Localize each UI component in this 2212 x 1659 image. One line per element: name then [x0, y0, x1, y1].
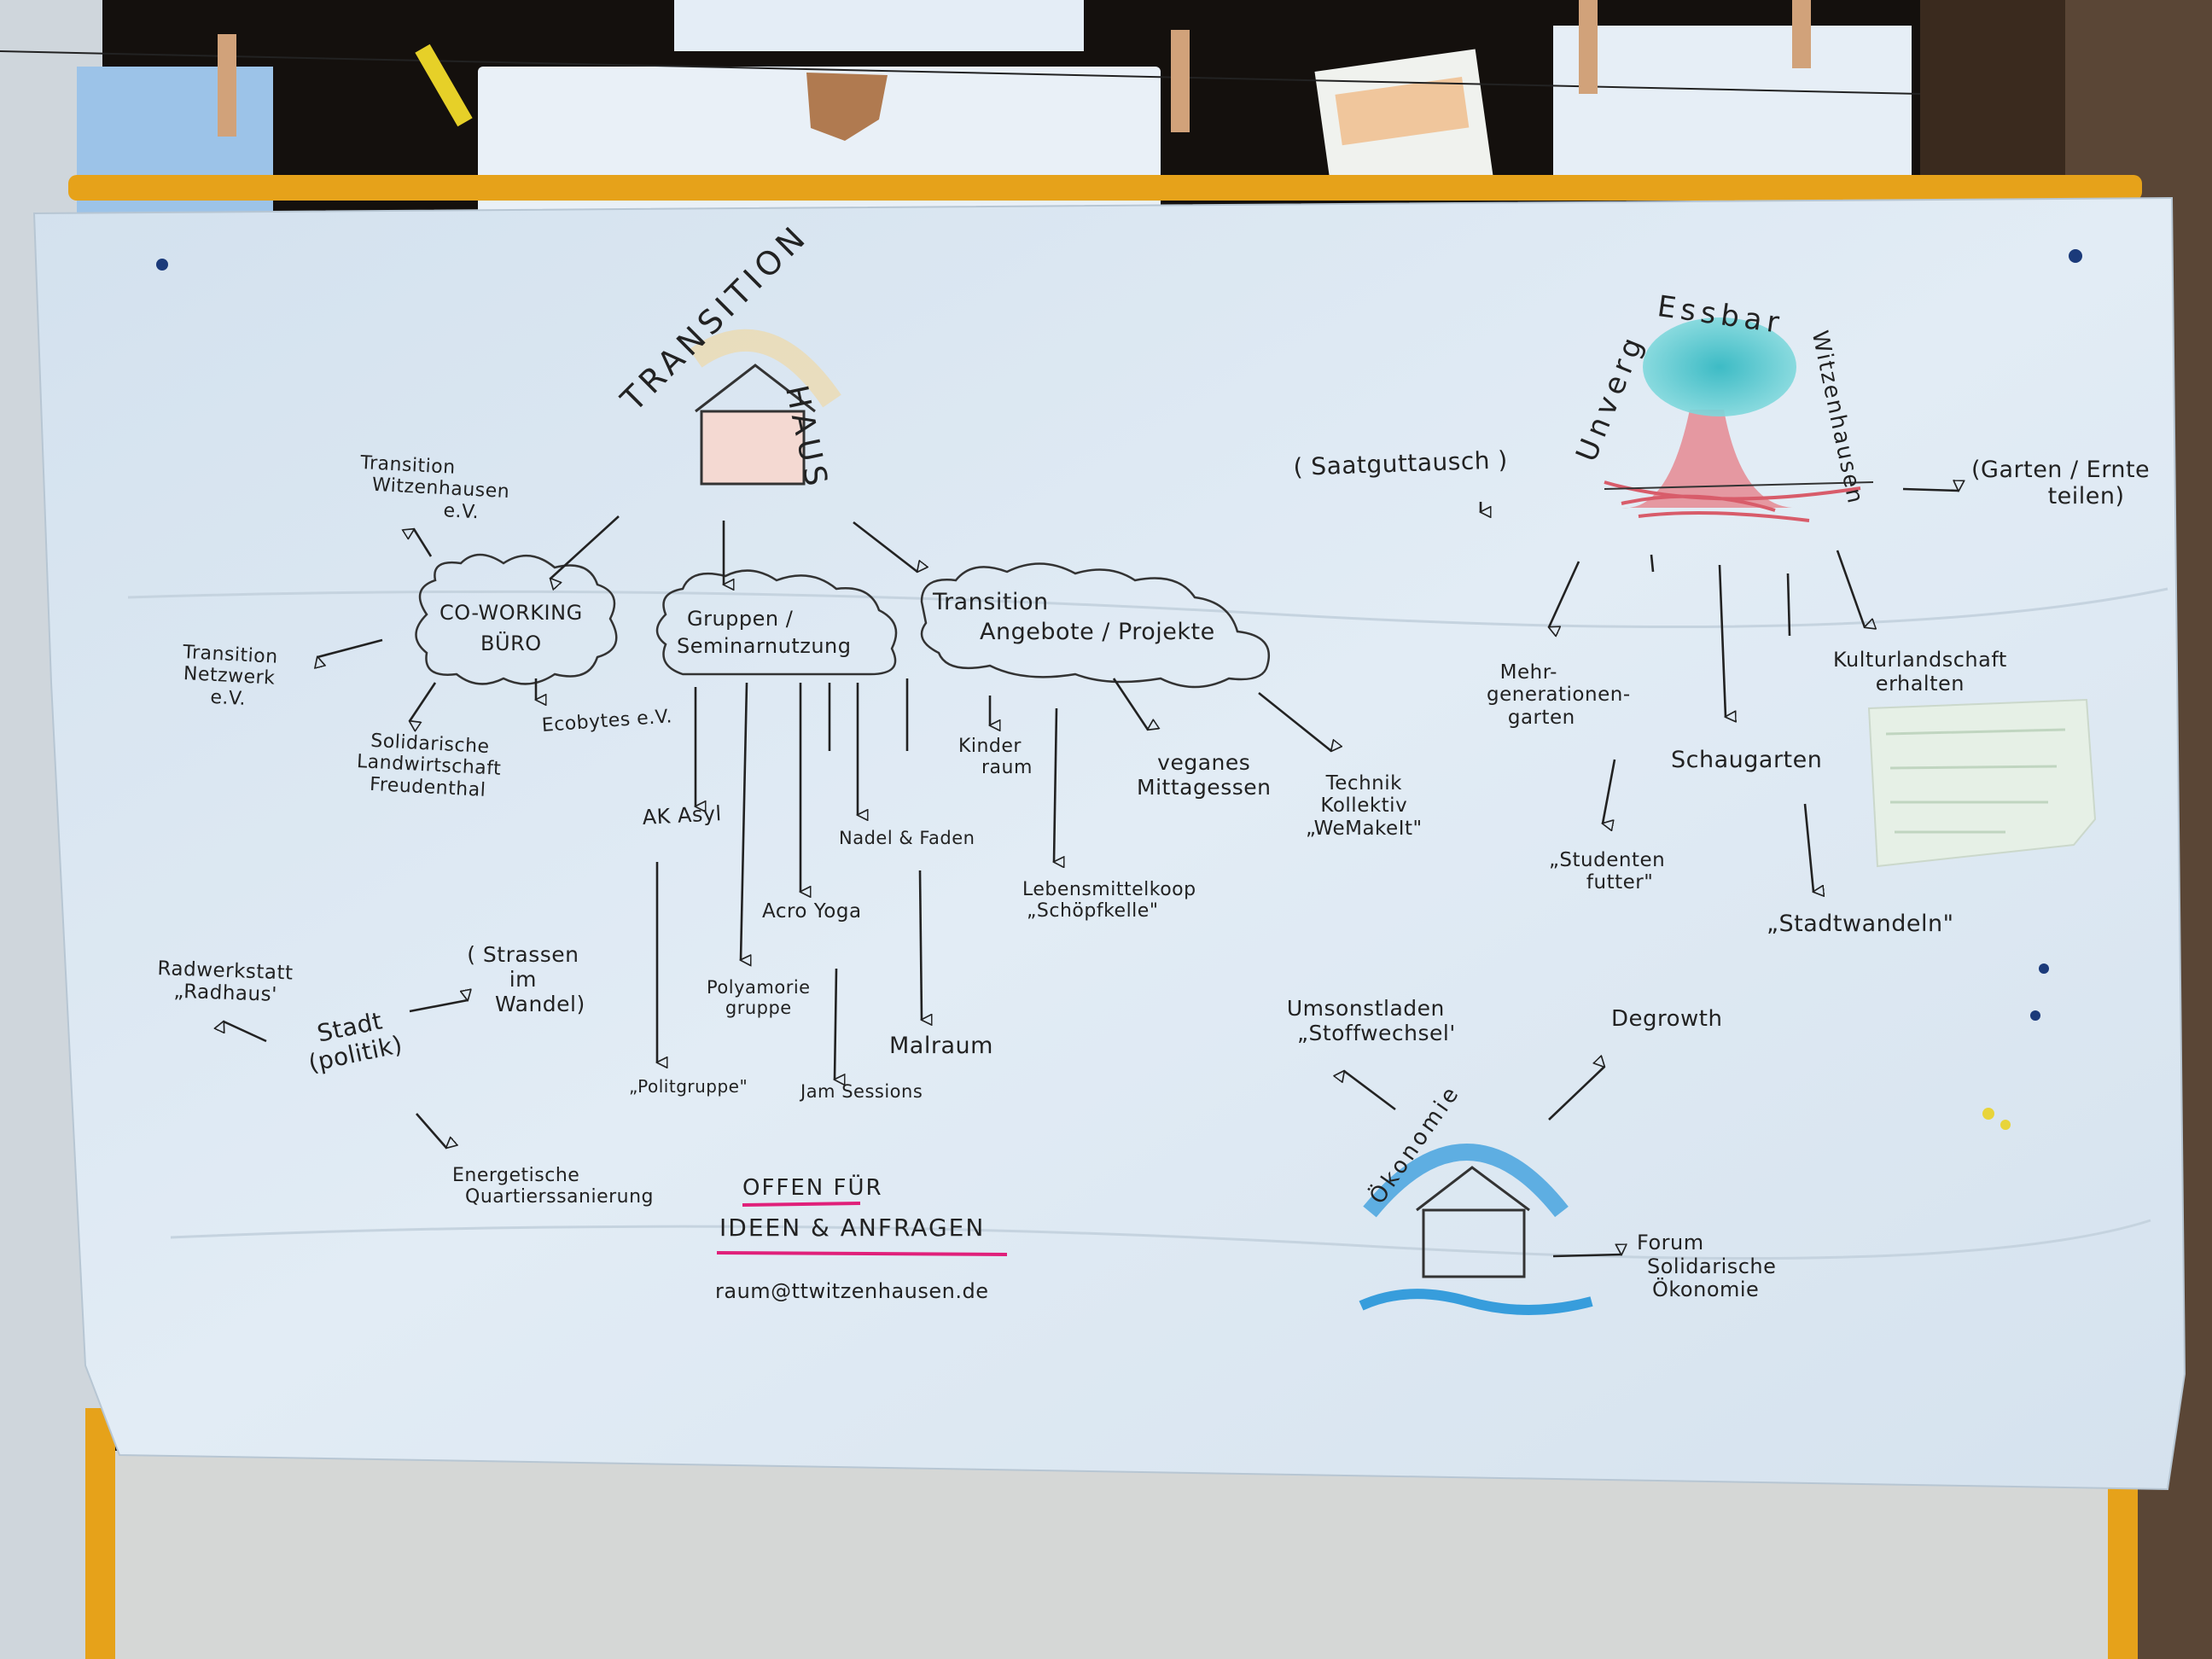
strassen-line-1: ( Strassen — [467, 942, 579, 967]
arrows-transition — [224, 515, 1331, 1148]
email-link[interactable]: raum@ttwitzenhausen.de — [715, 1279, 989, 1303]
gruppen-line-1: Gruppen / — [687, 607, 794, 631]
transition-netzwerk-label: Transition Netzwerk e.V. — [180, 642, 279, 712]
mehrgenerationen-label: Mehr- generationen- garten — [1487, 661, 1631, 729]
jam-sessions-label: Jam Sessions — [800, 1081, 923, 1102]
lmk-line-1: Lebensmittelkoop — [1022, 879, 1196, 900]
essbar-tree-drawing — [1604, 317, 1874, 522]
polyamorie-label: Polyamorie gruppe — [707, 977, 811, 1018]
garten-label: (Garten / Ernte teilen) — [1971, 457, 2150, 509]
coworking-label: CO-WORKING BÜRO — [439, 601, 583, 655]
politgruppe-label: „Politgruppe" — [629, 1076, 748, 1097]
underline-1 — [742, 1202, 861, 1207]
coworking-cloud — [415, 553, 618, 685]
technik-line-2: Kollektiv — [1320, 795, 1408, 818]
strassen-label: ( Strassen im Wandel) — [461, 942, 585, 1016]
board-leg-right — [2108, 1468, 2138, 1659]
umsonst-line-2: „Stoffwechsel' — [1297, 1020, 1456, 1045]
schaugarten-label: Schaugarten — [1671, 747, 1823, 773]
stud-line-2: futter" — [1586, 871, 1654, 894]
sticky-note — [1867, 698, 2097, 868]
solawi-label: Solidarische Landwirtschaft Freudenthal — [355, 730, 503, 802]
coworking-line-2: BÜRO — [480, 631, 542, 655]
kultur-line-1: Kulturlandschaft — [1833, 648, 2007, 672]
umsonst-line-1: Umsonstladen — [1286, 996, 1445, 1021]
oekonomie-drawing — [1359, 1144, 1593, 1315]
studentenfutter-label: „Studenten futter" — [1549, 849, 1665, 894]
gruppen-cloud — [655, 569, 898, 676]
veganes-line-1: veganes — [1157, 750, 1251, 775]
gruppen-line-2: Seminarnutzung — [677, 633, 852, 658]
poly-line-2: gruppe — [725, 998, 792, 1019]
energ-line-1: Energetische — [452, 1165, 580, 1186]
energ-line-2: Quartierssanierung — [465, 1186, 654, 1208]
board-lower — [115, 1451, 2108, 1659]
veganes-label: veganes Mittagessen — [1137, 750, 1272, 800]
poly-line-1: Polyamorie — [707, 977, 811, 998]
radwerkstatt-label: Radwerkstatt „Radhaus' — [156, 958, 294, 1007]
offen-line-2: IDEEN & ANFRAGEN — [719, 1214, 986, 1242]
technik-line-1: Technik — [1325, 772, 1402, 795]
coworking-line-1: CO-WORKING — [439, 601, 583, 625]
poster-paper — [32, 196, 2186, 1491]
mehr-line-1: Mehr- — [1499, 661, 1557, 684]
board-leg-left — [85, 1408, 115, 1659]
technik-line-3: „WeMakeIt" — [1306, 817, 1423, 840]
arrows-oekonomie — [1344, 1067, 1621, 1258]
acro-yoga-label: Acro Yoga — [762, 900, 862, 923]
hanging-paper-2 — [674, 0, 1084, 51]
angebote-label: Transition Angebote / Projekte — [933, 589, 1215, 645]
kinderraum-label: Kinder raum — [947, 736, 1033, 779]
transition-witzenhausen-label: Transition Witzenhausen e.V. — [358, 452, 511, 525]
forum-line-2: Solidarische — [1647, 1254, 1777, 1278]
mehr-line-2: generationen- — [1487, 684, 1631, 707]
umsonstladen-label: Umsonstladen „Stoffwechsel' — [1276, 996, 1456, 1046]
ak-asyl-label: AK Asyl — [641, 801, 723, 830]
kulturlandschaft-label: Kulturlandschaft erhalten — [1833, 648, 2007, 696]
transition-haus-drawing — [689, 329, 841, 486]
forum-line-1: Forum — [1637, 1231, 1704, 1254]
strassen-line-2: im — [509, 966, 538, 992]
lebensmittelkoop-label: Lebensmittelkoop „Schöpfkelle" — [1022, 879, 1196, 923]
rad-line-2: „Radhaus' — [173, 981, 278, 1007]
strassen-line-3: Wandel) — [495, 991, 585, 1016]
angebote-cloud — [920, 562, 1270, 689]
angebote-line-2: Angebote / Projekte — [980, 619, 1215, 646]
malraum-label: Malraum — [889, 1033, 993, 1059]
stud-line-1: „Studenten — [1549, 849, 1666, 871]
kinder-line-2: raum — [981, 757, 1033, 779]
hanging-paper-3 — [1553, 26, 1912, 196]
veganes-line-2: Mittagessen — [1137, 774, 1272, 800]
kultur-line-2: erhalten — [1875, 671, 1965, 696]
gruppen-label: Gruppen / Seminarnutzung — [677, 607, 852, 658]
forum-line-3: Ökonomie — [1652, 1278, 1760, 1302]
clothespin — [218, 34, 236, 137]
nadel-faden-label: Nadel & Faden — [839, 828, 975, 848]
board-frame-top — [68, 175, 2142, 201]
mehr-line-3: garten — [1507, 706, 1575, 729]
arrows-essbar — [1481, 489, 1959, 892]
degrowth-label: Degrowth — [1611, 1006, 1723, 1032]
offen-line-1: OFFEN FÜR — [742, 1175, 883, 1201]
underline-2 — [716, 1251, 1008, 1256]
stadtwandeln-label: „Stadtwandeln" — [1767, 911, 1954, 937]
tw-line-3: e.V. — [442, 499, 480, 523]
technik-label: Technik Kollektiv „WeMakeIt" — [1306, 772, 1423, 840]
forum-label: Forum Solidarische Ökonomie — [1637, 1231, 1776, 1302]
kinder-line-1: Kinder — [958, 736, 1022, 757]
garten-line-2: teilen) — [2047, 483, 2125, 510]
energetische-label: Energetische Quartierssanierung — [452, 1165, 654, 1208]
garten-line-1: (Garten / Ernte — [1971, 457, 2151, 483]
lmk-line-2: „Schöpfkelle" — [1027, 900, 1159, 923]
angebote-line-1: Transition — [933, 589, 1049, 615]
